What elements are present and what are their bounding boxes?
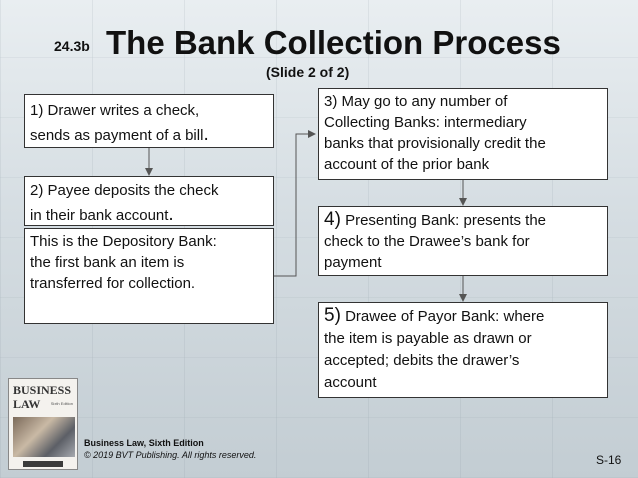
section-number: 24.3b	[54, 38, 90, 54]
step4-line3: payment	[324, 254, 382, 271]
depository-line3: transferred for collection.	[30, 275, 196, 292]
step4-line2: check to the Drawee’s bank for	[324, 233, 530, 250]
slide-number: S-16	[596, 453, 622, 467]
step2-box: 2) Payee deposits the check in their ban…	[24, 176, 274, 226]
step5-line3: accepted; debits the drawer’s	[324, 352, 520, 369]
book-cover-image: BUSINESS LAW Sixth Edition	[8, 378, 78, 470]
step5-line2: the item is payable as drawn or	[324, 330, 532, 347]
step3-line2: Collecting Banks: intermediary	[324, 114, 527, 131]
step4-line1: 4) Presenting Bank: presents the	[324, 209, 547, 230]
step1-line1: 1) Drawer writes a check,	[30, 102, 200, 119]
step3-line3: banks that provisionally credit the	[324, 135, 546, 152]
depository-line1: This is the Depository Bank:	[30, 233, 217, 250]
book-cover-edition: Sixth Edition	[50, 401, 73, 406]
depository-line2: the first bank an item is	[30, 254, 185, 271]
depository-bank-box: This is the Depository Bank: the first b…	[24, 228, 274, 324]
book-cover-word2: LAW	[13, 397, 41, 411]
step5-line1: 5) Drawee of Payor Bank: where	[324, 305, 545, 326]
footer-copyright: © 2019 BVT Publishing. All rights reserv…	[84, 450, 257, 460]
step3-box: 3) May go to any number of Collecting Ba…	[318, 88, 608, 180]
step3-line4: account of the prior bank	[324, 156, 490, 173]
book-cover-word1: BUSINESS	[13, 383, 72, 397]
book-cover-author-bar	[23, 461, 63, 467]
slide-title: The Bank Collection Process	[106, 24, 561, 61]
step3-line1: 3) May go to any number of	[324, 93, 508, 110]
step1-line2: sends as payment of a bill.	[30, 124, 209, 145]
step2-line1: 2) Payee deposits the check	[30, 182, 219, 199]
book-cover-photo	[13, 417, 75, 457]
step4-box: 4) Presenting Bank: presents the check t…	[318, 206, 608, 276]
footer-book-title: Business Law, Sixth Edition	[84, 438, 204, 448]
step5-line4: account	[324, 374, 377, 391]
step2-line2: in their bank account.	[30, 204, 174, 225]
slide-subtitle: (Slide 2 of 2)	[266, 64, 350, 80]
step5-box: 5) Drawee of Payor Bank: where the item …	[318, 302, 608, 398]
arrow-step2-to-step3	[274, 130, 316, 277]
step1-box: 1) Drawer writes a check, sends as payme…	[24, 94, 274, 148]
